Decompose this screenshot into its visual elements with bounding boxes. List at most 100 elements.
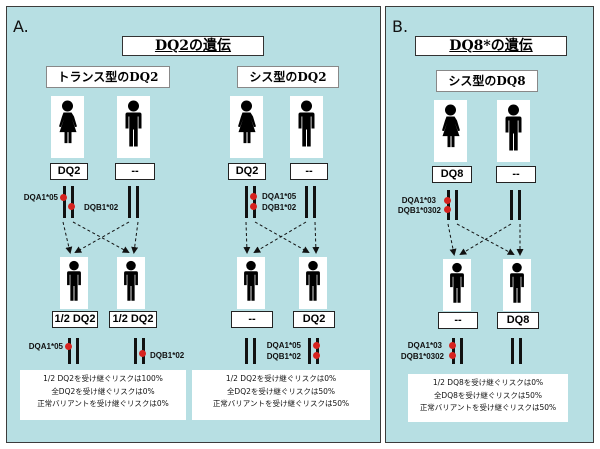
cis-dq8-mother-chrom-2 xyxy=(455,190,458,220)
cis-dq8-mother-chrom-1 xyxy=(447,190,450,220)
trans-child-allele-a: DQA1*05 xyxy=(28,342,63,351)
cis-dq2-parent-allele-a: DQA1*05 xyxy=(262,192,297,201)
cis-dq2-child1-chrom-1 xyxy=(245,338,248,364)
trans-child2-chrom-1 xyxy=(134,338,137,364)
cis-dq2-risk-line: 全DQ2を受け継ぐリスクは50% xyxy=(226,386,336,396)
cis-dq2-allele-dot xyxy=(250,193,257,200)
inheritance-arrow xyxy=(456,223,515,255)
inheritance-arrow xyxy=(62,221,73,254)
cis-dq8-father-label: -- xyxy=(496,166,536,183)
cis-dq2-mother-figure xyxy=(230,96,263,158)
inheritance-arrow xyxy=(254,221,310,253)
trans-child1-label: 1/2 DQ2 xyxy=(52,311,98,328)
cis-dq2-child1-label: -- xyxy=(231,311,273,328)
cis-dq8-allele-dot xyxy=(449,352,456,359)
trans-child1-chrom-1 xyxy=(68,338,71,364)
inheritance-arrow xyxy=(243,221,251,254)
panel-b-title: DQ8*の遺伝 xyxy=(415,36,567,56)
cis-dq8-allele-dot xyxy=(444,206,451,213)
cis-dq2-allele-dot xyxy=(313,352,320,359)
trans-mother-chrom-1 xyxy=(63,186,66,218)
trans-allele-dot xyxy=(68,203,75,210)
inheritance-arrow xyxy=(312,221,320,254)
cis-dq8-father-chrom-1 xyxy=(510,190,513,220)
inheritance-arrow xyxy=(74,221,130,253)
cis-dq8-child1-chrom-2 xyxy=(460,338,463,364)
trans-subtitle: トランス型のDQ2 xyxy=(46,66,170,88)
cis-dq8-child1-chrom-1 xyxy=(452,338,455,364)
trans-child1-chrom-2 xyxy=(76,338,79,364)
trans-father-label: -- xyxy=(115,163,155,180)
cis-dq2-child-allele-b: DQB1*02 xyxy=(266,352,301,361)
cis-dq2-child1-figure xyxy=(237,257,265,309)
cis-dq2-father-chrom-1 xyxy=(305,186,308,218)
trans-mother-figure xyxy=(51,96,84,158)
inheritance-arrow xyxy=(72,221,130,253)
trans-child-allele-b: DQB1*02 xyxy=(150,351,185,360)
panel-a-title: DQ2の遺伝 xyxy=(122,36,264,56)
cis-dq2-allele-dot xyxy=(313,342,320,349)
cis-dq8-child-allele-b: DQB1*0302 xyxy=(400,352,444,361)
trans-risk-box: 1/2 DQ2を受け継ぐリスクは100% 全DQ2を受け継ぐリスクは0% 正常バ… xyxy=(20,370,186,420)
cis-dq8-father-chrom-2 xyxy=(518,190,521,220)
trans-child2-figure xyxy=(117,257,145,309)
cis-dq2-mother-chrom-2 xyxy=(253,186,256,218)
trans-risk-line: 1/2 DQ2を受け継ぐリスクは100% xyxy=(43,374,163,383)
cis-dq8-child-allele-a: DQA1*03 xyxy=(407,341,442,350)
cis-dq8-parent-allele-b: DQB1*0302 xyxy=(397,206,441,215)
trans-parent-allele-a: DQA1*05 xyxy=(23,193,58,202)
cis-dq2-risk-line: 1/2 DQ2を受け継ぐリスクは0% xyxy=(225,374,337,383)
trans-allele-dot xyxy=(60,194,67,201)
cis-dq8-risk-line: 全DQ8を受け継ぐリスクは50% xyxy=(433,390,543,400)
trans-mother-label: DQ2 xyxy=(50,163,88,180)
cis-dq8-child1-label: -- xyxy=(438,312,478,329)
cis-dq8-allele-dot xyxy=(444,197,451,204)
cis-dq2-father-figure xyxy=(290,96,323,158)
cis-dq2-risk-line: 正常バリアントを受け継ぐリスクは50% xyxy=(212,399,350,408)
cis-dq2-allele-dot xyxy=(250,203,257,210)
cis-dq2-child2-figure xyxy=(299,257,327,309)
cis-dq8-child2-chrom-1 xyxy=(511,338,514,364)
trans-risk-line: 全DQ2を受け継ぐリスクは0% xyxy=(51,386,155,396)
panel-b-letter: B. xyxy=(392,17,409,36)
trans-child1-figure xyxy=(60,257,88,309)
cis-dq2-mother-label: DQ2 xyxy=(228,163,266,180)
trans-father-chrom-1 xyxy=(128,186,131,218)
cis-dq8-risk-line: 正常バリアントを受け継ぐリスクは50% xyxy=(419,403,557,412)
cis-dq8-child1-figure xyxy=(443,259,471,311)
inheritance-arrow xyxy=(447,223,457,256)
trans-father-figure xyxy=(117,96,150,158)
panel-a-letter: A. xyxy=(13,17,29,36)
cis-dq2-risk-box: 1/2 DQ2を受け継ぐリスクは0% 全DQ2を受け継ぐリスクは50% 正常バリ… xyxy=(192,370,370,420)
cis-dq2-mother-chrom-1 xyxy=(245,186,248,218)
inheritance-arrow xyxy=(131,221,139,254)
trans-allele-dot xyxy=(65,343,72,350)
cis-dq8-risk-box: 1/2 DQ8を受け継ぐリスクは0% 全DQ8を受け継ぐリスクは50% 正常バリ… xyxy=(408,374,568,422)
trans-child2-label: 1/2 DQ2 xyxy=(109,311,157,328)
inheritance-arrow xyxy=(253,221,307,254)
cis-dq8-allele-dot xyxy=(449,342,456,349)
cis-dq8-mother-label: DQ8 xyxy=(432,166,472,183)
cis-dq2-child-allele-a: DQA1*05 xyxy=(266,341,301,350)
cis-dq2-child2-chrom-2 xyxy=(316,338,319,364)
cis-dq2-father-chrom-2 xyxy=(313,186,316,218)
cis-dq8-mother-figure xyxy=(434,100,467,162)
cis-dq2-father-label: -- xyxy=(290,163,328,180)
trans-risk-line: 正常バリアントを受け継ぐリスクは0% xyxy=(37,399,169,408)
trans-mother-chrom-2 xyxy=(71,186,74,218)
cis-dq8-parent-allele-a: DQA1*03 xyxy=(401,196,436,205)
cis-dq8-child2-figure xyxy=(503,259,531,311)
cis-dq8-subtitle: シス型のDQ8 xyxy=(436,70,538,92)
cis-dq8-risk-line: 1/2 DQ8を受け継ぐリスクは0% xyxy=(432,378,544,387)
cis-dq2-subtitle: シス型のDQ2 xyxy=(237,66,339,88)
cis-dq2-child1-chrom-2 xyxy=(253,338,256,364)
cis-dq2-parent-allele-b: DQB1*02 xyxy=(262,203,297,212)
trans-father-chrom-2 xyxy=(136,186,139,218)
trans-parent-allele-b: DQB1*02 xyxy=(84,203,119,212)
inheritance-arrow xyxy=(459,223,512,256)
cis-dq2-child2-label: DQ2 xyxy=(293,311,335,328)
cis-dq8-child2-chrom-2 xyxy=(519,338,522,364)
cis-dq2-child2-chrom-1 xyxy=(308,338,311,364)
cis-dq8-father-figure xyxy=(497,100,530,162)
